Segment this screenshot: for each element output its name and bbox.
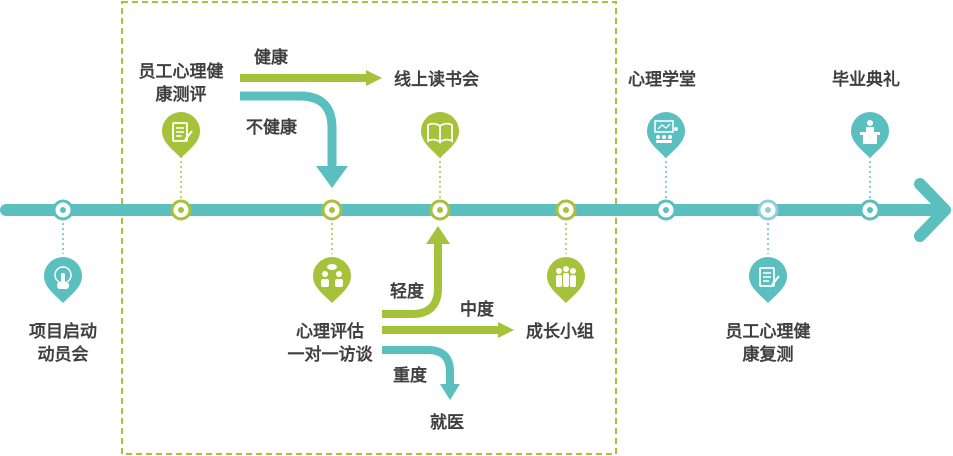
label-healthy: 健康 [254, 48, 288, 68]
label-moderate: 中度 [460, 300, 494, 320]
timeline-node [663, 207, 669, 213]
label-classroom: 心理学堂 [628, 70, 696, 90]
moderate-arrowhead [498, 322, 514, 338]
mild-arrow [382, 242, 442, 318]
timeline-node [563, 207, 569, 213]
label-mild: 轻度 [390, 282, 424, 302]
timeline-node [765, 207, 771, 213]
open-book-icon [421, 112, 459, 158]
timeline-node [60, 207, 66, 213]
timeline-arrowhead [914, 178, 951, 242]
label-reading: 线上读书会 [394, 70, 479, 90]
timeline-node [329, 207, 335, 213]
label-hospital: 就医 [430, 413, 464, 433]
unhealthy-arrowhead [316, 166, 348, 188]
label-reassessment: 员工心理健 康复测 [725, 322, 811, 365]
label-consult: 心理评估 一对一访谈 [287, 322, 373, 365]
timeline-node [178, 207, 184, 213]
checklist-icon [749, 257, 787, 303]
group-chat-icon [313, 257, 351, 303]
severe-arrow [382, 346, 454, 386]
label-severe: 重度 [393, 366, 427, 386]
timeline-node [867, 207, 873, 213]
severe-arrowhead [440, 384, 460, 400]
team-icon [547, 257, 585, 303]
mild-arrowhead [426, 226, 450, 244]
timeline-node [437, 207, 443, 213]
clipboard-icon [162, 112, 200, 158]
healthy-arrowhead [366, 70, 382, 86]
unhealthy-arrow [240, 91, 337, 168]
program-dashed-box [121, 1, 617, 455]
podium-icon [851, 112, 889, 158]
label-graduation: 毕业典礼 [832, 70, 900, 90]
presentation-icon [647, 112, 685, 158]
label-unhealthy: 不健康 [246, 118, 297, 138]
label-growth: 成长小组 [526, 322, 594, 342]
hand-touch-icon [44, 257, 82, 303]
label-kickoff: 项目启动 动员会 [29, 322, 97, 365]
label-assessment: 员工心理健 康测评 [138, 62, 224, 105]
